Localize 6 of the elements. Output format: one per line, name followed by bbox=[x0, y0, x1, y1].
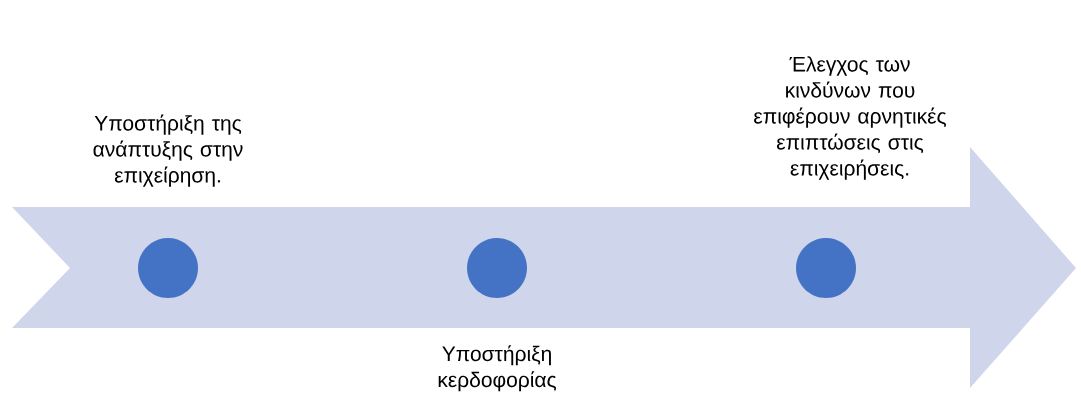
milestone-dot bbox=[467, 238, 527, 298]
milestone-text: Υποστήριξη κερδοφορίας bbox=[438, 345, 557, 392]
milestone-dot bbox=[138, 238, 198, 298]
milestone-text: Έλεγχος των κινδύνων που επιφέρουν αρνητικές επιπτώσεις στις επιχειρήσεις. bbox=[754, 56, 946, 180]
milestone-text: Υποστήριξη της ανάπτυξης στην επιχείρηση. bbox=[93, 114, 243, 187]
milestone-dot bbox=[796, 238, 856, 298]
